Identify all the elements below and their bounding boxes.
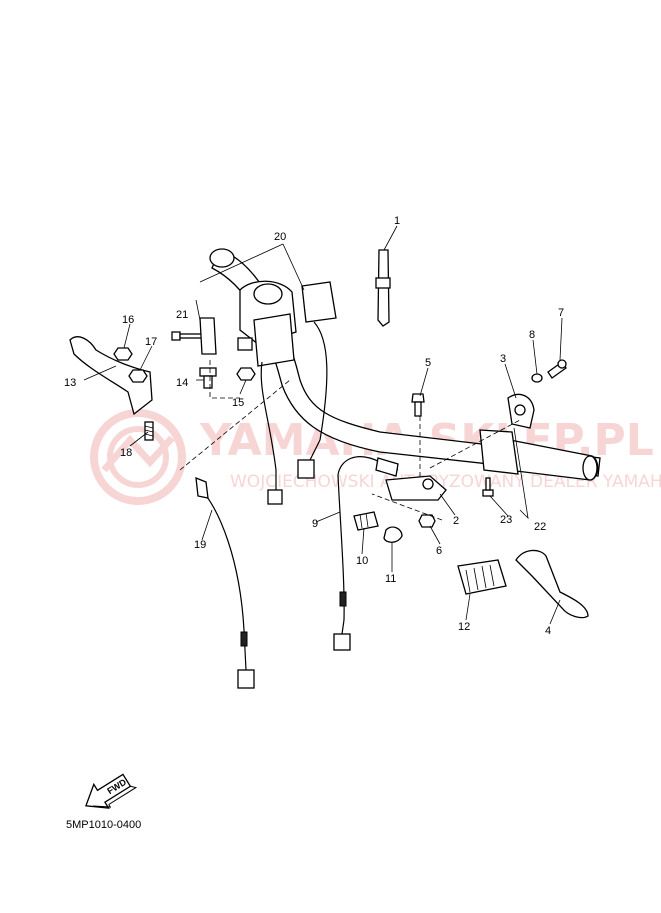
group-lines: [179, 360, 521, 521]
callout-8: 8: [529, 329, 535, 341]
callout-14: 14: [176, 377, 188, 389]
callout-20: 20: [274, 231, 286, 243]
cable-band: [375, 249, 391, 327]
spring-18: [144, 421, 154, 441]
connector-left: [267, 489, 283, 505]
callout-15: 15: [232, 397, 244, 409]
lever-bracket: [457, 559, 507, 595]
screw-21: [171, 317, 217, 355]
pin-14: [199, 367, 217, 389]
bolt-5: [411, 393, 425, 417]
connector-switch: [297, 459, 315, 479]
callout-10: 10: [356, 555, 368, 567]
callout-12: 12: [458, 621, 470, 633]
nut-16: [113, 347, 133, 361]
leader-lines: [83, 225, 563, 625]
callout-21: 21: [176, 309, 188, 321]
connector-19: [237, 669, 255, 689]
screw-23: [482, 477, 494, 497]
callout-11: 11: [385, 573, 396, 585]
callout-2: 2: [453, 515, 459, 527]
nut-11: [383, 526, 403, 543]
callout-18: 18: [120, 447, 132, 459]
clutch-switch: [353, 511, 379, 531]
nut-6: [418, 514, 436, 528]
screw-7: [547, 359, 567, 379]
left-handlebar-switch: [237, 280, 337, 367]
callout-16: 16: [122, 314, 134, 326]
callout-23: 23: [500, 514, 512, 526]
lever-holder: [385, 475, 447, 501]
callout-1: 1: [394, 215, 400, 227]
diagram-code: 5MP1010-0400: [66, 819, 141, 831]
wiring: [195, 321, 399, 689]
callout-3: 3: [500, 353, 506, 365]
callout-labels: 1 2 3 4 5 6 7 8 9 10 11 12 13 14 15 16 1…: [64, 215, 564, 637]
callout-22: 22: [534, 521, 546, 533]
clutch-lever: [69, 336, 153, 416]
callout-19: 19: [194, 539, 206, 551]
callout-5: 5: [425, 357, 431, 369]
throttle-grip: [479, 429, 599, 481]
nut-17: [128, 369, 148, 383]
nut-15: [236, 367, 256, 381]
watermark-logo: [90, 409, 186, 505]
callout-13: 13: [64, 377, 76, 389]
callout-7: 7: [558, 307, 564, 319]
connector-9: [333, 633, 351, 651]
brake-lever: [515, 549, 589, 619]
throttle-holder: [507, 393, 535, 429]
callout-4: 4: [545, 625, 551, 637]
washer-8: [531, 373, 543, 383]
callout-9: 9: [312, 518, 318, 530]
callout-6: 6: [436, 545, 442, 557]
fwd-arrow-icon: FWD: [85, 773, 138, 809]
callout-17: 17: [145, 336, 157, 348]
